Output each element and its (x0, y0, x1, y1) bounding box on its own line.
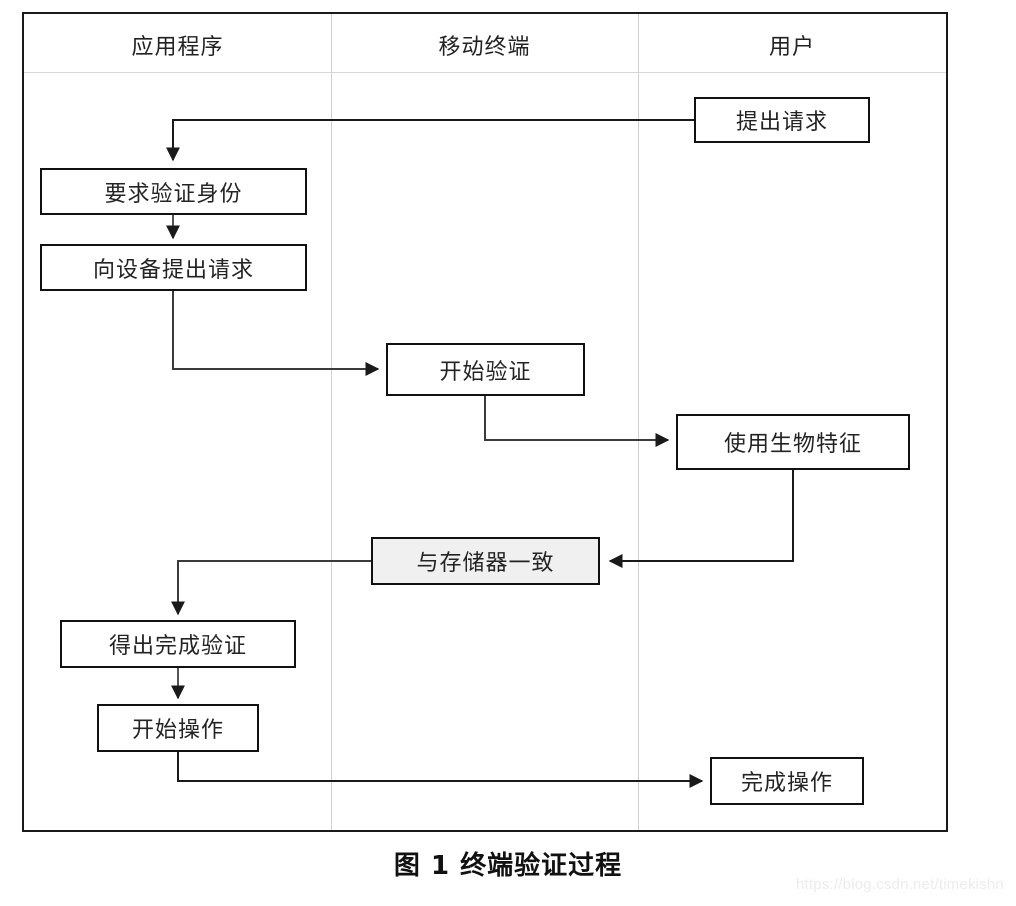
node-label: 开始验证 (439, 358, 532, 384)
node-label: 向设备提出请求 (92, 256, 254, 282)
figure-caption: 图 1 终端验证过程 (393, 851, 623, 881)
node-start-operation[interactable]: 开始操作 (97, 704, 259, 752)
node-start-verification[interactable]: 开始验证 (386, 343, 585, 396)
node-label: 提出请求 (735, 109, 828, 134)
node-label: 完成操作 (740, 770, 833, 795)
lane-header-rule (24, 72, 946, 73)
node-label: 使用生物特征 (723, 431, 862, 456)
node-label: 开始操作 (131, 717, 224, 742)
lane-title-terminal: 移动终端 (438, 34, 531, 59)
node-label: 得出完成验证 (108, 633, 247, 658)
watermark-text: https://blog.csdn.net/timekishn (796, 876, 1004, 893)
node-make-request[interactable]: 提出请求 (694, 97, 870, 143)
node-use-biometrics[interactable]: 使用生物特征 (676, 414, 910, 470)
node-complete-operation[interactable]: 完成操作 (710, 757, 864, 805)
lane-divider-2 (638, 14, 639, 830)
lane-title-user: 用户 (768, 34, 815, 59)
node-verification-complete[interactable]: 得出完成验证 (60, 620, 296, 668)
node-label: 要求验证身份 (104, 180, 243, 206)
node-matches-storage[interactable]: 与存储器一致 (371, 537, 600, 585)
lane-divider-1 (331, 14, 332, 830)
node-require-identity-verification[interactable]: 要求验证身份 (40, 168, 307, 215)
lane-title-app: 应用程序 (131, 34, 224, 59)
node-request-to-device[interactable]: 向设备提出请求 (40, 244, 307, 291)
node-label: 与存储器一致 (416, 550, 555, 575)
